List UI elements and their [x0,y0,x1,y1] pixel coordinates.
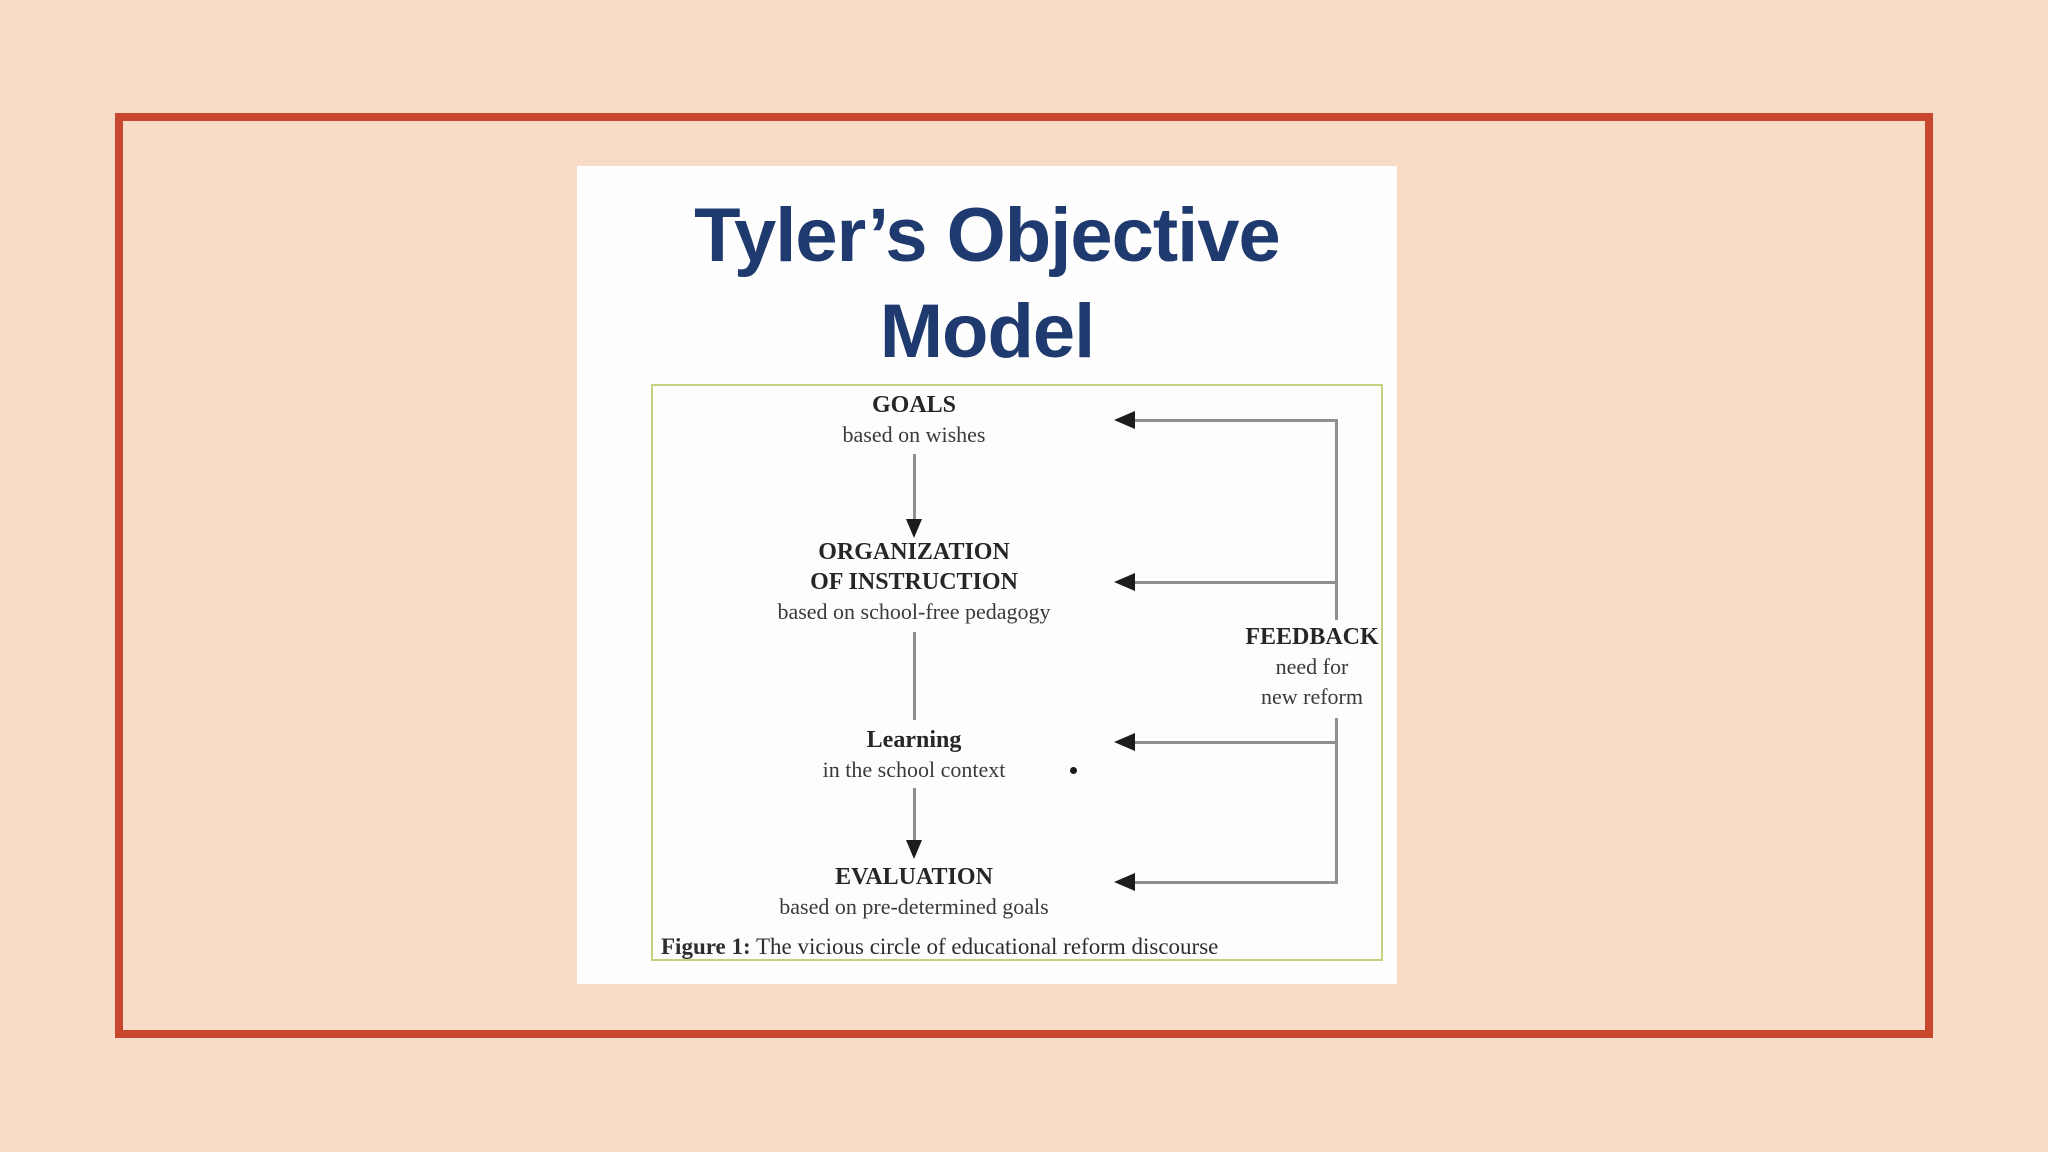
cursor-dot [1070,767,1077,774]
figure-caption-text: The vicious circle of educational reform… [750,934,1219,959]
step-goals: GOALS based on wishes [843,390,986,450]
feedback-line1: need for [1275,654,1349,679]
title-line-1: Tyler’s Objective [694,193,1281,278]
feedback-trunk-line-lower [1335,718,1338,884]
slide-title: Tyler’s Objective Model [577,188,1397,380]
feedback-line-organization [1133,581,1338,584]
step-goals-title: GOALS [871,392,957,418]
arrow-left-icon [1114,873,1135,891]
feedback-title: FEEDBACK [1245,624,1379,650]
arrow-left-icon [1114,573,1135,591]
step-learning: Learning in the school context [823,725,1006,785]
step-organization: ORGANIZATION OF INSTRUCTION based on sch… [777,537,1050,627]
feedback-line-learning [1133,741,1338,744]
step-goals-subtitle: based on wishes [842,422,986,447]
slide-panel: Tyler’s Objective Model GOALS based on w… [577,166,1397,984]
feedback-line2: new reform [1260,684,1364,709]
red-border-frame [115,113,1933,1038]
title-line-2: Model [879,289,1096,374]
step-organization-title2: OF INSTRUCTION [810,569,1018,595]
figure-caption-label: Figure 1: [661,934,751,959]
flow-line-learning-evaluation [913,788,916,841]
step-learning-title: Learning [866,727,962,753]
feedback-line-goals [1133,419,1338,422]
arrow-down-icon [906,840,922,859]
step-evaluation-title: EVALUATION [835,864,993,890]
arrow-left-icon [1114,411,1135,429]
feedback-label: FEEDBACK need for new reform [1245,622,1378,712]
step-evaluation-subtitle: based on pre-determined goals [779,894,1049,919]
figure-caption: Figure 1: The vicious circle of educatio… [661,932,1218,962]
step-organization-subtitle: based on school-free pedagogy [777,599,1051,624]
step-learning-subtitle: in the school context [822,757,1006,782]
arrow-down-icon [906,519,922,538]
feedback-line-evaluation [1133,881,1338,884]
arrow-left-icon [1114,733,1135,751]
step-evaluation: EVALUATION based on pre-determined goals [779,862,1048,922]
diagram-box: GOALS based on wishes ORGANIZATION OF IN… [651,384,1383,961]
step-organization-title: ORGANIZATION [818,539,1010,565]
flow-line-organization-learning [913,632,916,720]
feedback-trunk-line-upper [1335,420,1338,620]
flow-line-goals-organization [913,454,916,520]
